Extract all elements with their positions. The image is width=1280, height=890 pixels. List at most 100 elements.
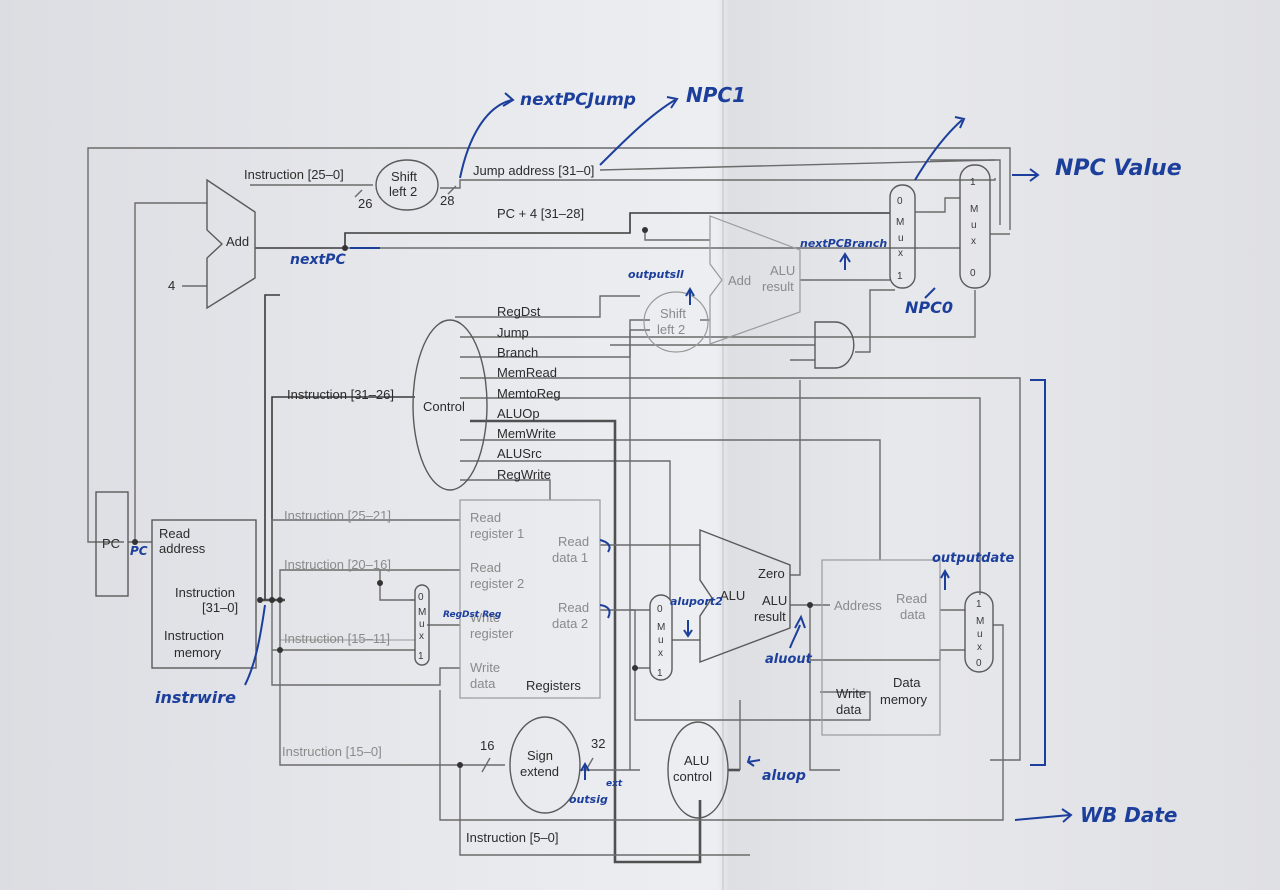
- svg-text:4: 4: [168, 278, 175, 293]
- svg-text:ALUOp: ALUOp: [497, 406, 540, 421]
- svg-text:0: 0: [657, 604, 663, 615]
- svg-text:1: 1: [970, 177, 976, 188]
- svg-text:Instruction [25–21]: Instruction [25–21]: [284, 508, 391, 523]
- svg-text:ALUSrc: ALUSrc: [497, 446, 542, 461]
- svg-text:extend: extend: [520, 764, 559, 779]
- shift-left-top: Shift left 2: [375, 159, 439, 211]
- svg-text:aluop: aluop: [762, 768, 806, 784]
- handwritten-labels: nextPCJump NPC1 NPC Value nextPC nextPCB…: [130, 83, 1182, 827]
- svg-text:ALU: ALU: [684, 753, 709, 768]
- svg-text:data 1: data 1: [552, 550, 588, 565]
- svg-text:PC: PC: [102, 536, 120, 551]
- svg-text:Instruction [15–11]: Instruction [15–11]: [284, 631, 390, 646]
- svg-text:data 2: data 2: [552, 616, 588, 631]
- svg-text:Registers: Registers: [526, 678, 581, 693]
- svg-text:register: register: [470, 626, 514, 641]
- data-memory: Address Read data Data memory Write data: [821, 559, 941, 736]
- svg-text:aluport2: aluport2: [670, 595, 723, 608]
- svg-text:0: 0: [970, 268, 976, 279]
- svg-text:WB Date: WB Date: [1080, 803, 1178, 827]
- svg-text:register 1: register 1: [470, 526, 524, 541]
- svg-text:Read: Read: [558, 534, 589, 549]
- svg-text:x: x: [977, 642, 982, 653]
- svg-text:Instruction [20–16]: Instruction [20–16]: [284, 557, 391, 572]
- svg-text:28: 28: [440, 193, 454, 208]
- svg-text:Instruction [31–26]: Instruction [31–26]: [287, 387, 394, 402]
- junction-dots: [132, 227, 813, 768]
- svg-text:MemRead: MemRead: [497, 365, 557, 380]
- svg-text:outputsll: outputsll: [628, 268, 684, 281]
- svg-text:data: data: [900, 607, 926, 622]
- svg-text:16: 16: [480, 738, 494, 753]
- svg-text:outsig: outsig: [569, 793, 608, 806]
- alu-control: ALU control: [667, 721, 729, 819]
- wire-labels: Instruction [25–0] 26 28 Jump address [3…: [244, 163, 605, 845]
- svg-text:RegDst: RegDst: [497, 304, 541, 319]
- branch-and-gate: [814, 321, 855, 369]
- svg-text:left 2: left 2: [389, 184, 417, 199]
- svg-text:x: x: [658, 648, 663, 659]
- svg-text:M: M: [418, 607, 426, 618]
- alusrc-mux: 0 M u x 1: [649, 594, 673, 681]
- pc-register: PC: [95, 491, 129, 597]
- svg-text:Write: Write: [470, 660, 500, 675]
- svg-text:data: data: [470, 676, 496, 691]
- svg-text:1: 1: [657, 668, 663, 679]
- svg-text:u: u: [419, 619, 425, 630]
- svg-text:Control: Control: [423, 399, 465, 414]
- svg-text:Zero: Zero: [758, 566, 785, 581]
- svg-text:PC + 4 [31–28]: PC + 4 [31–28]: [497, 206, 584, 221]
- datapath-wires: [87, 147, 1021, 864]
- svg-text:memory: memory: [880, 692, 927, 707]
- svg-text:Shift: Shift: [391, 169, 417, 184]
- svg-text:aluout: aluout: [765, 652, 813, 667]
- svg-text:Read: Read: [470, 560, 501, 575]
- regdst-mux: 0 M u x 1: [414, 584, 430, 666]
- svg-text:Instruction: Instruction: [175, 585, 235, 600]
- branch-mux: 0 M u x 1: [889, 184, 916, 289]
- control-unit: Control: [412, 319, 488, 491]
- svg-text:Read: Read: [159, 526, 190, 541]
- svg-text:data: data: [836, 702, 862, 717]
- svg-text:Read: Read: [896, 591, 927, 606]
- svg-text:M: M: [976, 616, 984, 627]
- svg-text:M: M: [896, 217, 904, 228]
- svg-text:Instruction: Instruction: [164, 628, 224, 643]
- svg-text:Data: Data: [893, 675, 921, 690]
- svg-text:MemtoReg: MemtoReg: [497, 386, 561, 401]
- svg-text:RegWrite: RegWrite: [497, 467, 551, 482]
- shift-left-branch: Shift left 2: [643, 291, 709, 353]
- svg-text:instrwire: instrwire: [155, 688, 236, 707]
- svg-text:result: result: [754, 609, 786, 624]
- svg-text:0: 0: [897, 196, 903, 207]
- svg-text:NPC0: NPC0: [905, 298, 953, 317]
- sign-extend: Sign extend: [481, 716, 594, 814]
- svg-text:Branch: Branch: [497, 345, 538, 360]
- svg-text:result: result: [762, 279, 794, 294]
- svg-text:M: M: [970, 204, 978, 215]
- svg-text:0: 0: [976, 658, 982, 669]
- svg-text:1: 1: [976, 599, 982, 610]
- svg-text:Read: Read: [558, 600, 589, 615]
- svg-text:ALU: ALU: [762, 593, 787, 608]
- svg-text:nextPCBranch: nextPCBranch: [800, 237, 887, 250]
- svg-text:Instruction [15–0]: Instruction [15–0]: [282, 744, 382, 759]
- svg-text:1: 1: [418, 651, 424, 662]
- svg-text:u: u: [971, 220, 977, 231]
- pc-adder: Add 4: [168, 178, 256, 310]
- svg-text:Shift: Shift: [660, 306, 686, 321]
- svg-text:Instruction [25–0]: Instruction [25–0]: [244, 167, 344, 182]
- jump-mux: 1 M u x 0: [959, 164, 991, 289]
- svg-text:nextPCJump: nextPCJump: [520, 90, 636, 110]
- svg-text:ALU: ALU: [720, 588, 745, 603]
- svg-text:Jump address [31–0]: Jump address [31–0]: [473, 163, 594, 178]
- svg-text:RegDst Reg: RegDst Reg: [443, 610, 502, 620]
- svg-text:x: x: [419, 631, 424, 642]
- svg-text:NPC1: NPC1: [686, 83, 746, 107]
- svg-text:Jump: Jump: [497, 325, 529, 340]
- svg-text:32: 32: [591, 736, 605, 751]
- svg-text:u: u: [977, 629, 983, 640]
- svg-text:NPC Value: NPC Value: [1055, 156, 1182, 181]
- svg-text:[31–0]: [31–0]: [202, 600, 238, 615]
